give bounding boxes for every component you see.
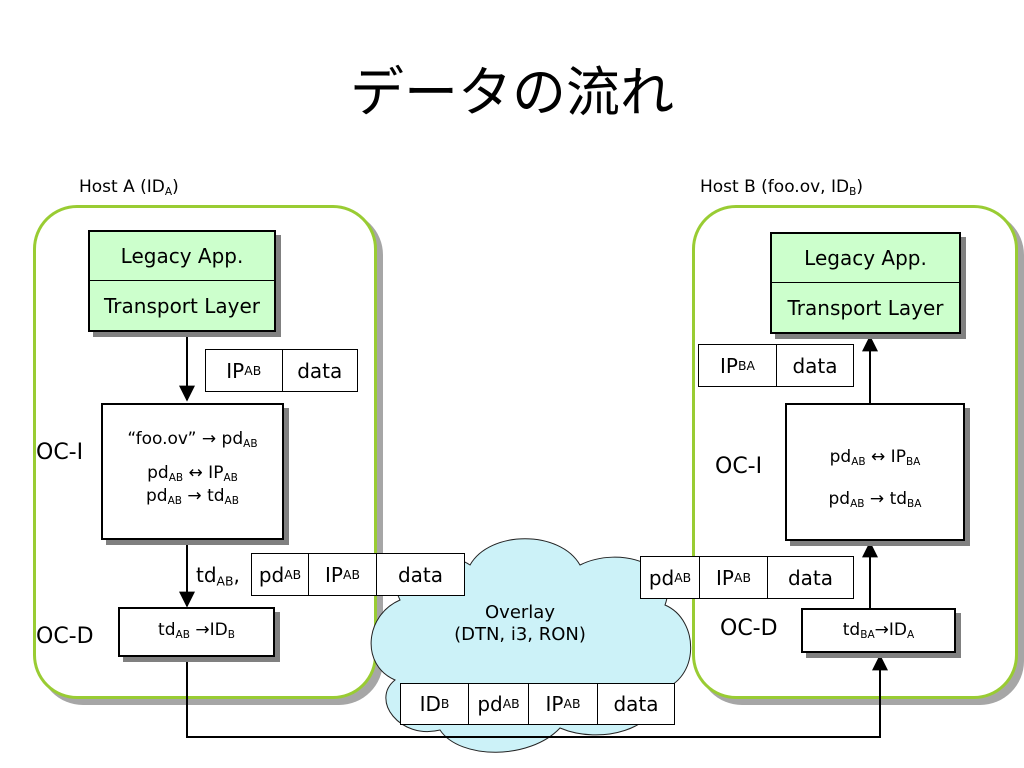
packet-cell-data: data: [297, 358, 343, 383]
host-b-oci-label: OC-I: [715, 454, 763, 479]
arrow-a-to-b-route: [186, 654, 888, 738]
overlay-title: Overlay: [485, 602, 555, 623]
ocd-b-rule: tdBA→IDA: [842, 620, 915, 642]
oci-b-rule-1: pdAB ↔ IPBA: [829, 447, 921, 469]
ocd-a-rule: tdAB →IDB: [158, 620, 235, 642]
host-a-td-prefix: tdAB,: [196, 563, 240, 589]
overlay-subtitle: (DTN, i3, RON): [454, 624, 586, 645]
page-title: データの流れ: [350, 61, 674, 124]
host-b-app-stack: Legacy App. Transport Layer: [770, 232, 961, 334]
host-b-ocd-box: tdBA→IDA: [801, 608, 956, 653]
host-a-transport-layer: Transport Layer: [104, 293, 260, 318]
host-b-oci-box: pdAB ↔ IPBA pdAB → tdBA: [785, 403, 965, 541]
host-a-app-stack: Legacy App. Transport Layer: [88, 230, 276, 332]
oci-a-rule-2: pdAB ↔ IPAB: [147, 463, 238, 485]
oci-a-rule-3: pdAB → tdAB: [146, 486, 239, 508]
oci-b-rule-2: pdAB → tdBA: [828, 489, 922, 511]
packet-cell-data: data: [397, 562, 444, 587]
host-b-legacy-app: Legacy App.: [772, 234, 959, 283]
host-a-ocd-label: OC-D: [36, 624, 94, 649]
host-b-label: Host B (foo.ov, IDB): [700, 177, 863, 199]
packet-cell-data: data: [613, 692, 659, 716]
host-b-ocd-label: OC-D: [720, 616, 778, 641]
packet-cell-data: data: [792, 353, 838, 378]
packet-cell-data: data: [787, 565, 834, 590]
host-a-label: Host A (IDA): [79, 177, 179, 199]
host-a-oci-box: “foo.ov” → pdAB pdAB ↔ IPAB pdAB → tdAB: [101, 403, 284, 540]
host-a-ocd-box: tdAB →IDB: [118, 607, 275, 657]
host-a-legacy-app: Legacy App.: [90, 232, 274, 281]
oci-a-rule-1: “foo.ov” → pdAB: [127, 429, 258, 451]
host-b-transport-layer: Transport Layer: [787, 295, 944, 320]
overlay-label: Overlay (DTN, i3, RON): [430, 602, 610, 646]
host-a-oci-label: OC-I: [36, 440, 84, 465]
